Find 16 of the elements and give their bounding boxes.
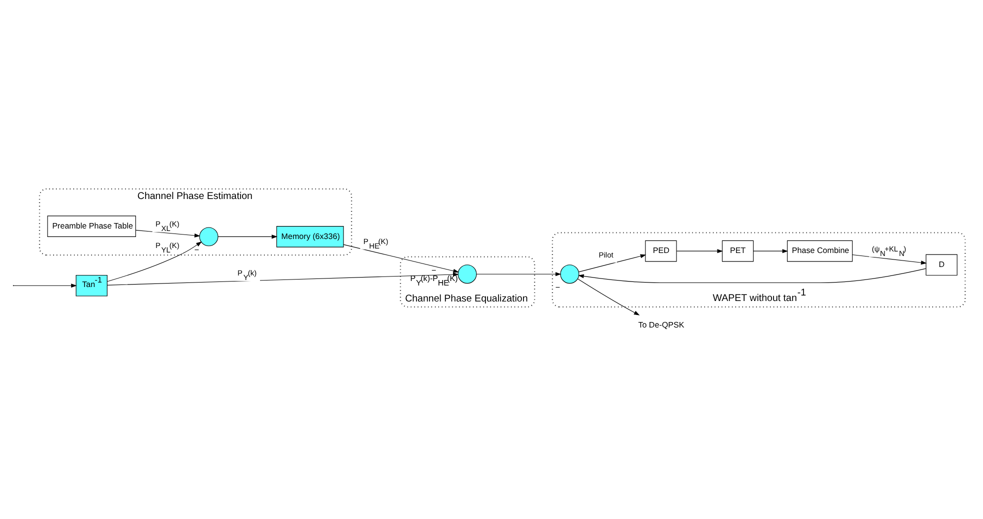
arrow <box>135 229 200 237</box>
arrow <box>578 268 926 283</box>
arrow <box>106 241 202 282</box>
arrow <box>107 272 459 285</box>
arrow <box>218 234 278 238</box>
arrow <box>13 283 77 288</box>
arrow <box>476 272 562 276</box>
node-circle <box>560 264 580 284</box>
arrow <box>852 254 927 264</box>
arrow <box>578 254 646 272</box>
node-circle <box>199 226 218 246</box>
arrow <box>753 248 788 253</box>
node-circle <box>458 264 477 284</box>
arrow <box>676 248 723 253</box>
arrow <box>343 244 460 272</box>
arrow <box>577 278 640 315</box>
